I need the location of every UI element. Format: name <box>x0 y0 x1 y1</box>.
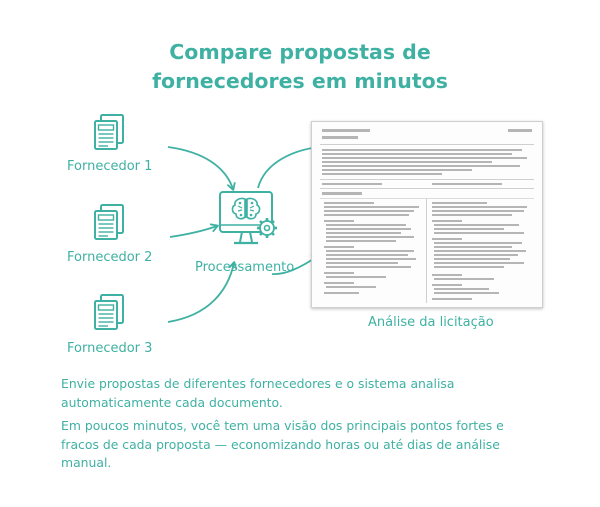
supplier-3-label: Fornecedor 3 <box>67 341 153 356</box>
arrow-supplier-1 <box>167 146 233 189</box>
description-paragraph-2: Em poucos minutos, você tem uma visão do… <box>61 418 504 470</box>
supplier-2-doc-icon <box>94 204 124 240</box>
title-line-2: fornecedores em minutos <box>152 69 448 93</box>
supplier-1-label: Fornecedor 1 <box>67 159 153 174</box>
page-title: Compare propostas de fornecedores em min… <box>0 38 600 96</box>
brain-monitor-gear-icon <box>219 191 277 245</box>
arrow-supplier-3 <box>167 263 234 323</box>
analysis-label: Análise da licitação <box>368 315 494 330</box>
analysis-report-thumbnail <box>311 121 543 308</box>
supplier-3-doc-icon <box>94 294 124 330</box>
description-paragraph-1: Envie propostas de diferentes fornecedor… <box>61 376 455 410</box>
title-line-1: Compare propostas de <box>169 40 431 64</box>
processing-label: Processamento <box>195 260 295 275</box>
supplier-2-label: Fornecedor 2 <box>67 250 153 265</box>
supplier-1-doc-icon <box>94 114 124 150</box>
arrow-supplier-2 <box>169 226 217 238</box>
